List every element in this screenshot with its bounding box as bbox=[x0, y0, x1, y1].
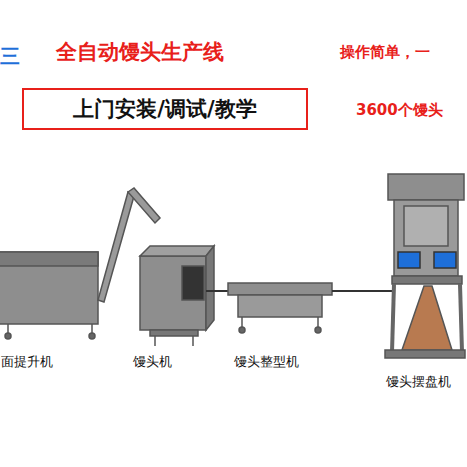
machine-name: 馒头机 bbox=[133, 353, 172, 371]
bordered-box: 上门安装/调试/教学 bbox=[22, 88, 308, 130]
logo-fragment: 三 bbox=[0, 43, 20, 70]
box-text: 上门安装/调试/教学 bbox=[73, 95, 256, 123]
incline-conveyor bbox=[98, 192, 134, 302]
machine-name: 面提升机 bbox=[1, 353, 53, 371]
tray-machine bbox=[388, 174, 464, 200]
slogan: 操作简单，一 bbox=[340, 43, 430, 62]
shaping-machine bbox=[228, 283, 332, 295]
capacity-note: 3600个馒头 bbox=[356, 101, 443, 120]
title: 全自动馒头生产线 bbox=[56, 38, 224, 66]
bun-machine bbox=[140, 256, 206, 330]
machine-name: 馒头整型机 bbox=[234, 353, 299, 371]
lift-body bbox=[0, 252, 98, 324]
machine-name: 馒头摆盘机 bbox=[386, 373, 451, 391]
